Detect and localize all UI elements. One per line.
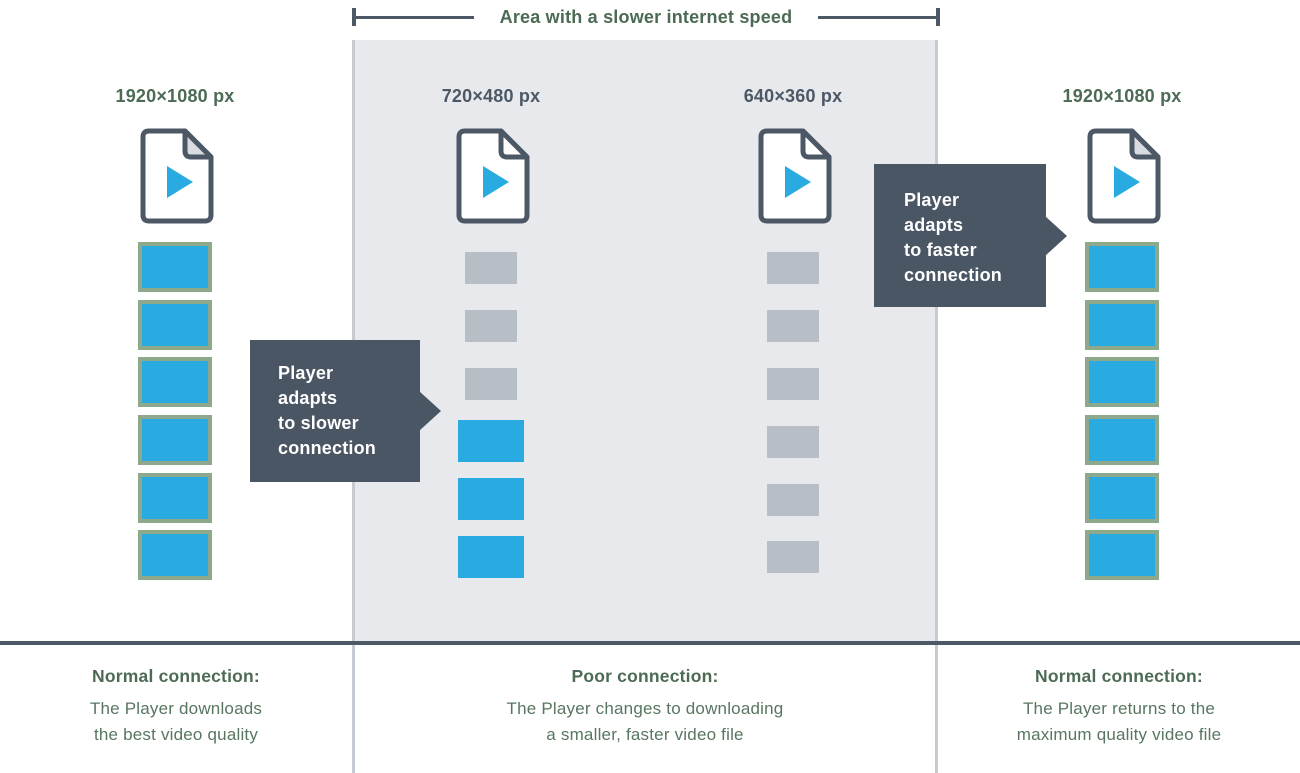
video-segment-blue (138, 300, 212, 350)
video-segment-blue (1085, 300, 1159, 350)
footer-zone-title: Normal connection: (92, 666, 260, 686)
measure-left-line (356, 15, 474, 19)
measure-bracket: Area with a slower internet speed (352, 5, 940, 29)
text-line: Player (278, 363, 334, 383)
resolution-label-center-right: 640×360 px (743, 86, 843, 106)
video-segment-blue (1085, 473, 1159, 523)
measure-label: Area with a slower internet speed (499, 6, 793, 27)
footer-divider-left (352, 645, 355, 773)
footer-zone-description: The Player downloads the best video quali… (0, 696, 352, 748)
footer-zone-description: The Player returns to the maximum quality… (938, 696, 1300, 748)
text-line: The Player returns to the (1022, 699, 1216, 718)
text-line: The Player changes to downloading (506, 699, 784, 718)
text-line: to faster (904, 240, 977, 260)
resolution-label-outer-left: 1920×1080 px (115, 86, 235, 106)
resolution-label-center-left: 720×480 px (441, 86, 541, 106)
video-file-icon (1087, 128, 1161, 224)
resolution-label-outer-right: 1920×1080 px (1062, 86, 1182, 106)
play-icon (785, 166, 811, 198)
slow-speed-panel (352, 40, 938, 641)
video-segment-blue (138, 415, 212, 465)
video-segment-blue (138, 530, 212, 580)
measure-left-cap (352, 8, 356, 26)
footer-zone-poor: Poor connection: The Player changes to d… (352, 666, 938, 748)
text-line: the best video quality (93, 725, 259, 744)
video-file-icon (456, 128, 530, 224)
video-segment-blue (138, 242, 212, 292)
tooltip-faster-connection: Player adapts to faster connection (874, 164, 1067, 307)
footer-zone-normal-right: Normal connection: The Player returns to… (938, 666, 1300, 748)
video-segment-blue (138, 473, 212, 523)
play-icon (167, 166, 193, 198)
video-file-icon (758, 128, 832, 224)
text-line: The Player downloads (89, 699, 263, 718)
video-segment-blue (1085, 415, 1159, 465)
play-icon (1114, 166, 1140, 198)
measure-right-line (818, 15, 936, 19)
video-file-icon (140, 128, 214, 224)
text-line: adapts (278, 388, 338, 408)
footer-divider-right (935, 645, 938, 773)
footer-zone-title: Poor connection: (571, 666, 719, 686)
text-line: Player (904, 190, 960, 210)
tooltip-slower-connection: Player adapts to slower connection (250, 340, 441, 482)
footer-rule (0, 641, 1300, 645)
text-line: connection (278, 438, 377, 458)
footer-zone-title: Normal connection: (1035, 666, 1203, 686)
text-line: connection (904, 265, 1003, 285)
video-segment-blue (138, 357, 212, 407)
text-line: to slower (278, 413, 359, 433)
text-line: adapts (904, 215, 964, 235)
play-icon (483, 166, 509, 198)
text-line: maximum quality video file (1016, 725, 1222, 744)
footer-zone-description: The Player changes to downloading a small… (352, 696, 938, 748)
text-line: a smaller, faster video file (546, 725, 744, 744)
video-segment-blue (1085, 530, 1159, 580)
footer-zone-normal-left: Normal connection: The Player downloads t… (0, 666, 352, 748)
video-segment-blue (1085, 242, 1159, 292)
measure-right-cap (936, 8, 940, 26)
video-segment-blue (1085, 357, 1159, 407)
